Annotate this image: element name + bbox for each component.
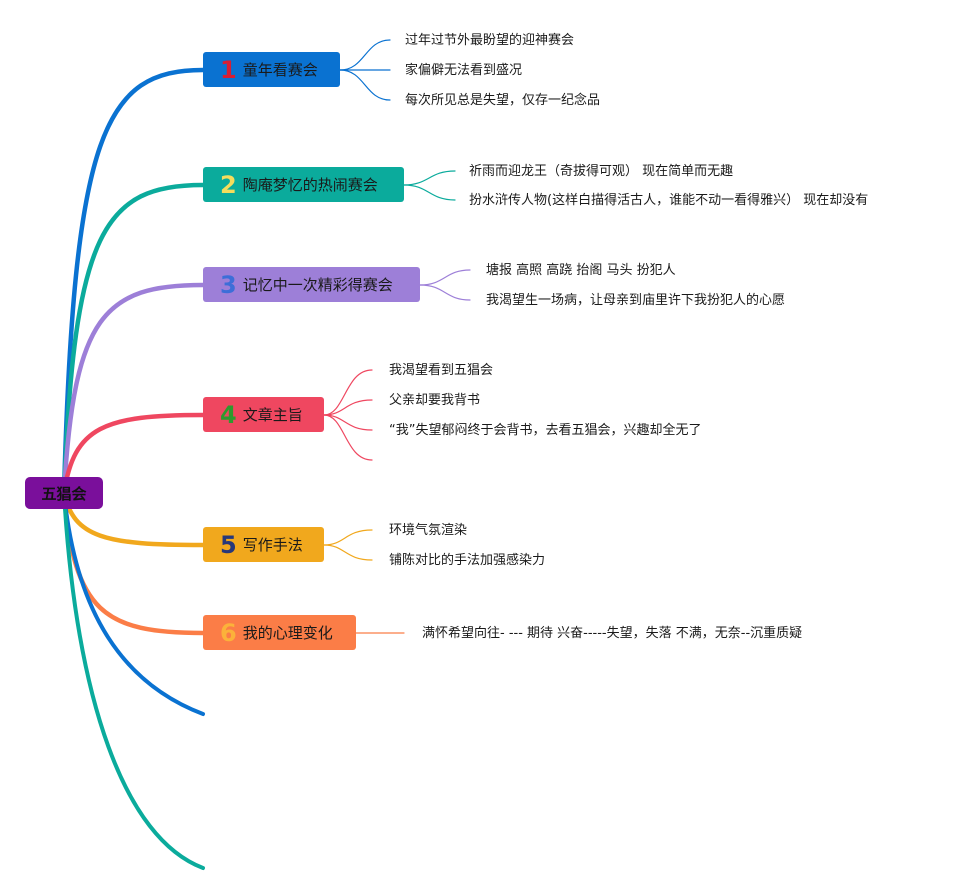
topic-label-4: 文章主旨 — [242, 406, 303, 424]
topic-number-2: 2 — [220, 170, 237, 199]
leaf-connector-1-1 — [339, 39, 391, 71]
leaf-connector-3-2 — [419, 284, 471, 301]
leaf-1-2[interactable]: 家偏僻无法看到盛况 — [405, 63, 523, 78]
leaf-connector-5-1 — [323, 529, 373, 546]
topic-label-5: 写作手法 — [242, 536, 303, 554]
leaf-6-1[interactable]: 满怀希望向往- --- 期待 兴奋-----失望，失落 不满，无奈--沉重质疑 — [422, 626, 803, 641]
leaf-5-1[interactable]: 环境气氛渲染 — [389, 523, 468, 538]
topic-node-2[interactable]: 2 陶庵梦忆的热闹赛会 — [203, 167, 404, 202]
topic-node-4[interactable]: 4 文章主旨 — [203, 397, 324, 432]
leaf-connector-4-2 — [323, 399, 373, 416]
branch-connector-3 — [61, 282, 206, 496]
leaf-connector-2-2 — [403, 184, 456, 201]
branch-connector-4 — [61, 412, 206, 496]
leaf-1-3[interactable]: 每次所见总是失望，仅存一纪念品 — [405, 93, 601, 108]
leaf-2-1[interactable]: 祈雨而迎龙王（奇拔得可观） 现在简单而无趣 — [469, 164, 734, 179]
topic-number-5: 5 — [220, 530, 237, 559]
branch-connector-6 — [61, 490, 206, 636]
leaf-3-2[interactable]: 我渴望生一场病，让母亲到庙里许下我扮犯人的心愿 — [486, 293, 786, 308]
leaf-3-1[interactable]: 塘报 高照 高跷 抬阁 马头 扮犯人 — [486, 263, 676, 278]
root-label: 五猖会 — [41, 484, 87, 503]
leaf-4-2[interactable]: 父亲却要我背书 — [389, 393, 481, 408]
leaf-1-1[interactable]: 过年过节外最盼望的迎神赛会 — [405, 33, 575, 48]
topic-number-4: 4 — [220, 400, 237, 429]
topic-number-6: 6 — [220, 618, 237, 647]
empty-branch-connector-2 — [62, 491, 205, 870]
topic-label-6: 我的心理变化 — [242, 624, 333, 642]
leaf-2-2[interactable]: 扮水浒传人物(这样白描得活古人，谁能不动一看得雅兴） 现在却没有 — [469, 193, 869, 208]
branch-connector-1 — [61, 67, 206, 496]
topic-label-2: 陶庵梦忆的热闹赛会 — [242, 176, 378, 194]
leaf-connector-3-1 — [419, 269, 471, 286]
topic-number-1: 1 — [220, 55, 237, 84]
leaf-5-2[interactable]: 铺陈对比的手法加强感染力 — [389, 553, 546, 568]
topic-node-1[interactable]: 1 童年看赛会 — [203, 52, 340, 87]
topic-number-3: 3 — [220, 270, 237, 299]
empty-branch-connector-1 — [62, 491, 205, 716]
topic-label-3: 记忆中一次精彩得赛会 — [242, 276, 393, 294]
leaf-4-3[interactable]: “我”失望郁闷终于会背书，去看五猖会，兴趣却全无了 — [389, 423, 702, 438]
topic-node-3[interactable]: 3 记忆中一次精彩得赛会 — [203, 267, 420, 302]
topic-label-1: 童年看赛会 — [242, 61, 318, 79]
leaf-connector-2-1 — [403, 170, 456, 186]
topic-node-5[interactable]: 5 写作手法 — [203, 527, 324, 562]
leaf-connector-4-4 — [323, 414, 373, 461]
leaf-connector-1-3 — [339, 69, 391, 101]
leaf-connector-4-1 — [323, 369, 373, 416]
root-node[interactable]: 五猖会 — [25, 477, 103, 509]
topic-node-6[interactable]: 6 我的心理变化 — [203, 615, 356, 650]
leaf-connector-5-2 — [323, 544, 373, 561]
branch-connector-2 — [61, 182, 206, 496]
leaf-4-1[interactable]: 我渴望看到五猖会 — [389, 363, 494, 378]
